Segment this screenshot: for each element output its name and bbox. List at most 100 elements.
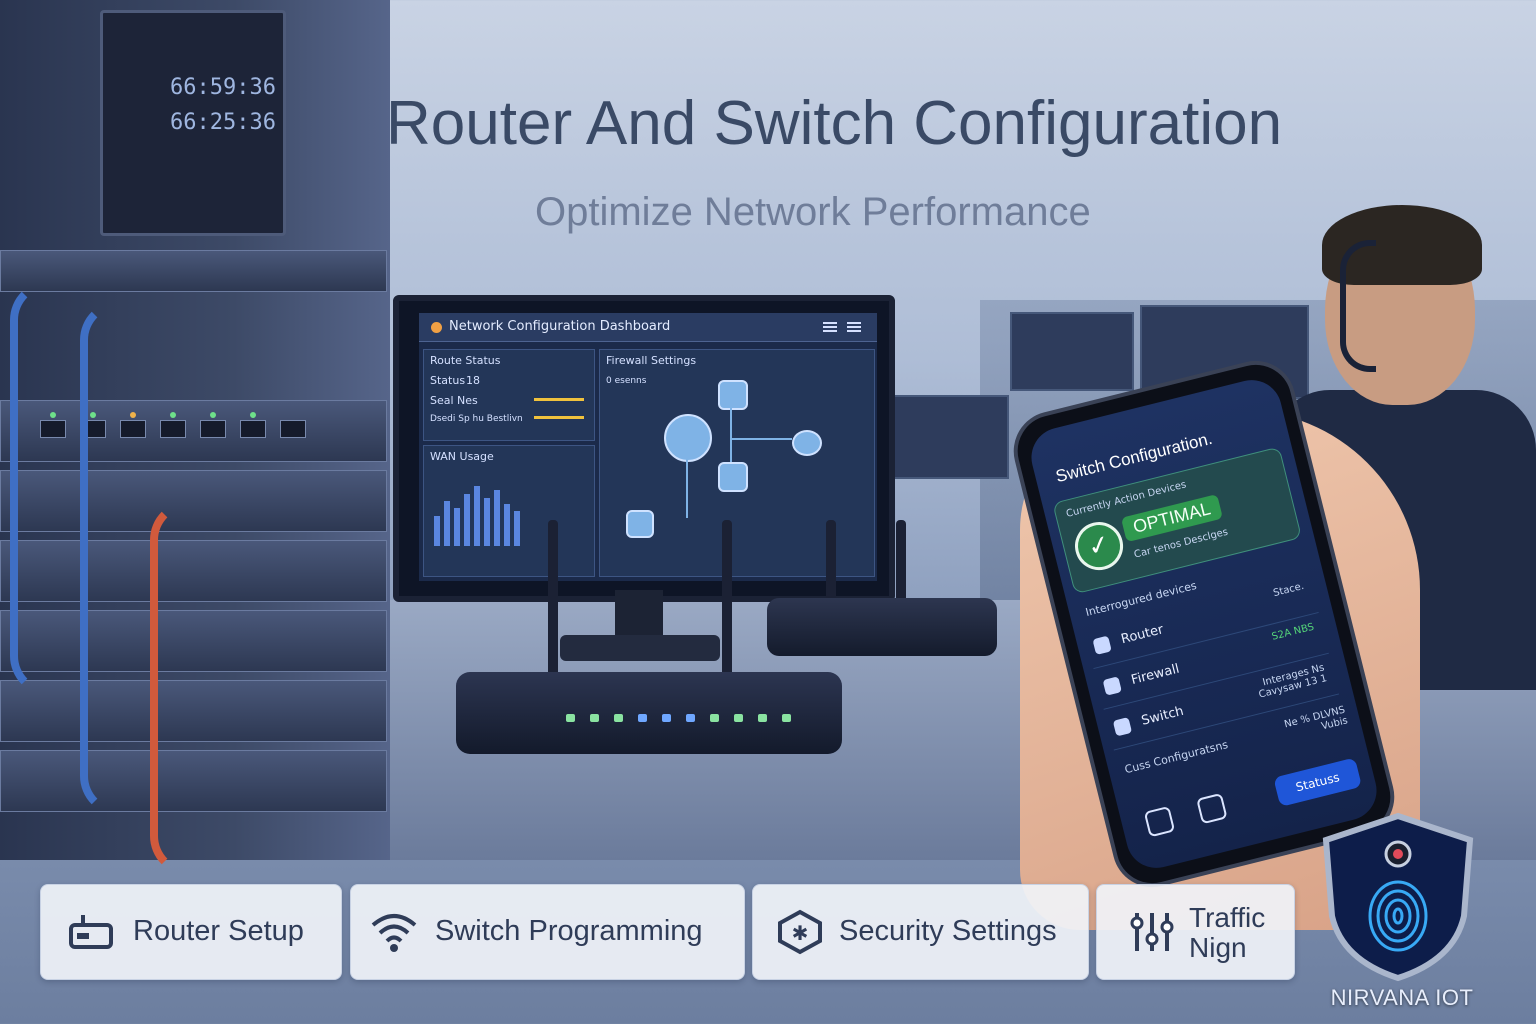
chart-bar: [464, 494, 470, 546]
switch-unit: [0, 610, 387, 672]
dashboard-titlebar: Network Configuration Dashboard: [419, 313, 877, 342]
page-subtitle: Optimize Network Performance: [535, 190, 1091, 234]
brand-name: NIRVANA IOT: [1330, 985, 1474, 1010]
network-port: [40, 420, 66, 438]
home-icon[interactable]: [1143, 805, 1176, 838]
line-label: Dsedi Sp hu Bestlivn: [430, 414, 523, 424]
router-led: [662, 714, 671, 722]
seal-label: Seal Nes: [430, 394, 478, 407]
traffic-icon: [1130, 913, 1174, 951]
technician-hair: [1322, 205, 1482, 285]
status-led: [170, 412, 176, 418]
route-status-card: Route Status Status 18 Seal Nes Dsedi Sp…: [423, 349, 595, 441]
router-led: [782, 714, 791, 722]
device-label: Switch: [1139, 703, 1186, 729]
switch-icon: [1112, 717, 1133, 737]
wan-usage-card: WAN Usage: [423, 445, 595, 577]
router-led: [686, 714, 695, 722]
router-led: [758, 714, 767, 722]
device-status: Stace.: [1272, 580, 1306, 600]
wan-usage-title: WAN Usage: [430, 450, 494, 463]
network-port: [200, 420, 226, 438]
connection-line: [686, 458, 688, 518]
device-status: S2A NBS: [1270, 621, 1316, 643]
progress-bar: [534, 398, 584, 401]
status-value: 18: [466, 374, 480, 387]
feature-label: Switch Programming: [435, 915, 703, 947]
router-antenna: [826, 520, 836, 610]
router-led: [710, 714, 719, 722]
router-antenna: [896, 520, 906, 610]
router-led: [638, 714, 647, 722]
chart-bar: [454, 508, 460, 546]
rack-display-panel: [100, 10, 286, 236]
background-screen: [1010, 312, 1134, 391]
security-settings-button[interactable]: ✱ Security Settings: [752, 884, 1089, 980]
status-led: [210, 412, 216, 418]
switch-unit: [0, 750, 387, 812]
router-icon: [69, 915, 113, 949]
chart-bar: [514, 511, 520, 546]
router-icon: [1092, 635, 1112, 655]
router-setup-button[interactable]: Router Setup: [40, 884, 342, 980]
background-screen: [885, 395, 1009, 479]
router-led: [590, 714, 599, 722]
feature-label: Security Settings: [839, 915, 1057, 947]
rack-readout: 66:25:36: [170, 110, 276, 135]
network-cable: [10, 280, 176, 696]
server-rack: 66:59:36 66:25:36: [0, 0, 390, 876]
network-cable: [150, 500, 286, 876]
network-port: [280, 420, 306, 438]
feature-label: Router Setup: [133, 915, 304, 947]
network-node-icon: [718, 462, 748, 492]
network-node-icon: [626, 510, 654, 538]
desktop-monitor: Network Configuration Dashboard Route St…: [393, 295, 895, 602]
status-led: [90, 412, 96, 418]
chart-bar: [444, 501, 450, 546]
check-icon: ✓: [1069, 516, 1129, 576]
firewall-title: Firewall Settings: [606, 354, 697, 367]
monitor-base: [560, 635, 720, 661]
svg-text:✱: ✱: [792, 921, 809, 945]
traffic-management-button[interactable]: Traffic Nign: [1096, 884, 1295, 980]
switch-programming-button[interactable]: Switch Programming: [350, 884, 745, 980]
dashboard-window: Network Configuration Dashboard Route St…: [419, 313, 877, 581]
progress-bar: [534, 416, 584, 419]
router-led: [614, 714, 623, 722]
status-dot-icon: [431, 322, 442, 333]
firewall-icon: [1102, 676, 1122, 696]
monitor-stand: [615, 590, 663, 640]
status-led: [250, 412, 256, 418]
chart-bar: [494, 490, 500, 546]
switch-unit: [0, 470, 387, 532]
connection-line: [730, 406, 732, 462]
network-port: [160, 420, 186, 438]
router-led: [566, 714, 575, 722]
router-antenna: [548, 520, 558, 680]
devices-icon[interactable]: [1196, 792, 1228, 825]
feature-label: Traffic Nign: [1189, 902, 1266, 963]
wifi-icon: [371, 914, 417, 952]
main-router: [456, 672, 842, 754]
secondary-router: [767, 598, 997, 656]
chart-bar: [434, 516, 440, 546]
status-button[interactable]: Statuss: [1273, 757, 1363, 807]
headset-icon: [1340, 240, 1376, 372]
device-label: Router: [1119, 622, 1166, 648]
chart-bar: [504, 504, 510, 546]
router-antenna: [722, 520, 732, 680]
status-led: [50, 412, 56, 418]
network-node-icon: [664, 414, 712, 462]
switch-unit: [0, 680, 387, 742]
chart-bar: [474, 486, 480, 546]
dashboard-title: Network Configuration Dashboard: [449, 319, 671, 334]
rack-readout: 66:59:36: [170, 75, 276, 100]
menu-icon[interactable]: [823, 322, 837, 324]
route-status-label: Route Status: [430, 354, 501, 367]
firewall-subtitle: 0 esenns: [606, 376, 647, 386]
footer-right: Ne % DLVNS Vubis: [1283, 704, 1349, 733]
switch-unit: [0, 540, 387, 602]
menu-icon[interactable]: [847, 322, 861, 324]
page-title: Router And Switch Configuration: [386, 89, 1283, 158]
